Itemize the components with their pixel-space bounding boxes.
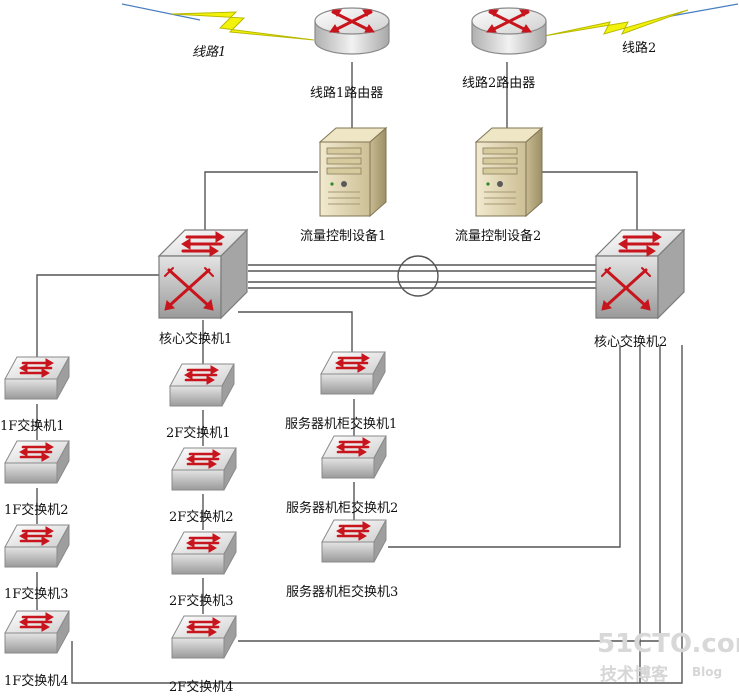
switch-icon	[320, 434, 388, 480]
link-core2-2f4	[238, 345, 661, 642]
link-core1-1f	[36, 274, 162, 358]
flow-device1-label: 流量控制设备1	[300, 228, 386, 244]
floor1-switch-label: 1F交换机2	[4, 502, 69, 518]
server-rack-switch-label: 服务器机柜交换机3	[286, 584, 398, 600]
watermark-blog-en: Blog	[692, 665, 722, 679]
core-switch2-label: 核心交换机2	[594, 334, 667, 350]
links	[36, 62, 683, 684]
switch-icon	[319, 350, 387, 396]
floor1-switch-label: 1F交换机3	[4, 586, 69, 602]
switch-icon	[3, 355, 71, 401]
switch-icon	[170, 446, 238, 492]
switch-icon	[3, 609, 71, 655]
line1-label: 线路1	[192, 45, 226, 60]
floor2-switch-label: 2F交换机1	[166, 425, 231, 441]
router2-label: 线路2路由器	[462, 75, 535, 91]
link-core2-server3	[388, 345, 621, 548]
core-switch1-label: 核心交换机1	[159, 331, 232, 347]
link-aggregation-ring	[397, 255, 439, 297]
watermark: 51CTO.com 技术博客 Blog	[597, 629, 739, 685]
router1-label: 线路1路由器	[310, 85, 383, 101]
switch-icon	[170, 614, 238, 660]
lightning-icon	[171, 11, 315, 41]
line2-label: 线路2	[622, 40, 656, 56]
server-rack-switch-label: 服务器机柜交换机1	[285, 416, 397, 432]
wan-line2	[543, 3, 739, 37]
switch-icon	[3, 523, 71, 569]
switch-icon	[168, 362, 236, 408]
link-core2-1f4	[71, 345, 683, 684]
floor2-switch-label: 2F交换机3	[169, 593, 234, 609]
router-icon	[313, 6, 391, 56]
link-flow2-core2	[542, 171, 638, 232]
wan-line1	[121, 3, 315, 41]
lightning-icon	[543, 9, 689, 37]
floor1-switch-label: 1F交换机4	[4, 673, 69, 689]
wan-line1-cable	[121, 3, 201, 21]
core-switch-icon	[157, 228, 249, 320]
link-flow1-core1	[204, 171, 318, 232]
switch-icon	[170, 530, 238, 576]
server-icon	[475, 127, 543, 217]
link-core1-server	[238, 311, 353, 353]
floor1-switch-label: 1F交换机1	[0, 418, 65, 434]
router-icon	[470, 6, 548, 56]
watermark-blog-cn: 技术博客	[600, 664, 669, 685]
watermark-site: 51CTO.com	[597, 629, 739, 659]
switch-icon	[3, 439, 71, 485]
server-rack-switch-label: 服务器机柜交换机2	[286, 500, 398, 516]
flow-device2-label: 流量控制设备2	[455, 228, 541, 244]
floor2-switch-label: 2F交换机2	[169, 509, 234, 525]
server-icon	[319, 127, 387, 217]
switch-icon	[320, 518, 388, 564]
core-switch-icon	[594, 228, 686, 320]
floor2-switch-label: 2F交换机4	[169, 679, 234, 695]
